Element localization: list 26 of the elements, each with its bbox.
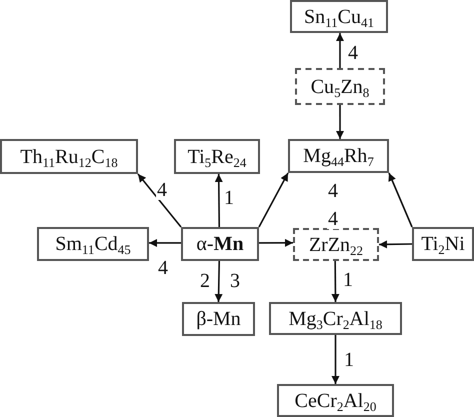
arrow bbox=[149, 238, 181, 247]
structure-box: ZrZn$_{22}$ bbox=[293, 228, 379, 261]
structure-box: β-Mn bbox=[182, 302, 255, 336]
structure-box: Cu$_{5}$Zn$_{8}$ bbox=[295, 68, 385, 105]
arrow bbox=[258, 172, 289, 228]
arrow bbox=[388, 172, 413, 228]
structure-box: Sn$_{11}$Cu$_{41}$ bbox=[290, 0, 388, 33]
structure-box: Mg$_{44}$Rh$_{7}$ bbox=[288, 139, 389, 173]
arrow bbox=[336, 33, 344, 68]
structure-box: Ti$_{2}$Ni bbox=[412, 227, 474, 261]
structure-box: CeCr$_{2}$Al$_{20}$ bbox=[277, 384, 394, 417]
arrow bbox=[214, 174, 223, 227]
arrow bbox=[331, 261, 340, 302]
structure-box: Th$_{11}$Ru$_{12}$C$_{18}$ bbox=[0, 139, 138, 174]
number-label: 4 bbox=[327, 209, 339, 229]
arrow bbox=[378, 240, 412, 248]
structure-box: α-Mn bbox=[181, 227, 259, 261]
structure-box: Ti$_{5}$Re$_{24}$ bbox=[174, 139, 260, 174]
structure-box: Mg$_{3}$Cr$_{2}$Al$_{18}$ bbox=[269, 302, 402, 335]
edge-label: 4 bbox=[156, 180, 168, 200]
arrow bbox=[332, 335, 340, 384]
arrow bbox=[259, 238, 293, 247]
arrow bbox=[214, 260, 223, 302]
arrow bbox=[137, 174, 182, 228]
arrow bbox=[336, 105, 344, 139]
structure-box: Sm$_{11}$Cd$_{45}$ bbox=[37, 227, 149, 261]
